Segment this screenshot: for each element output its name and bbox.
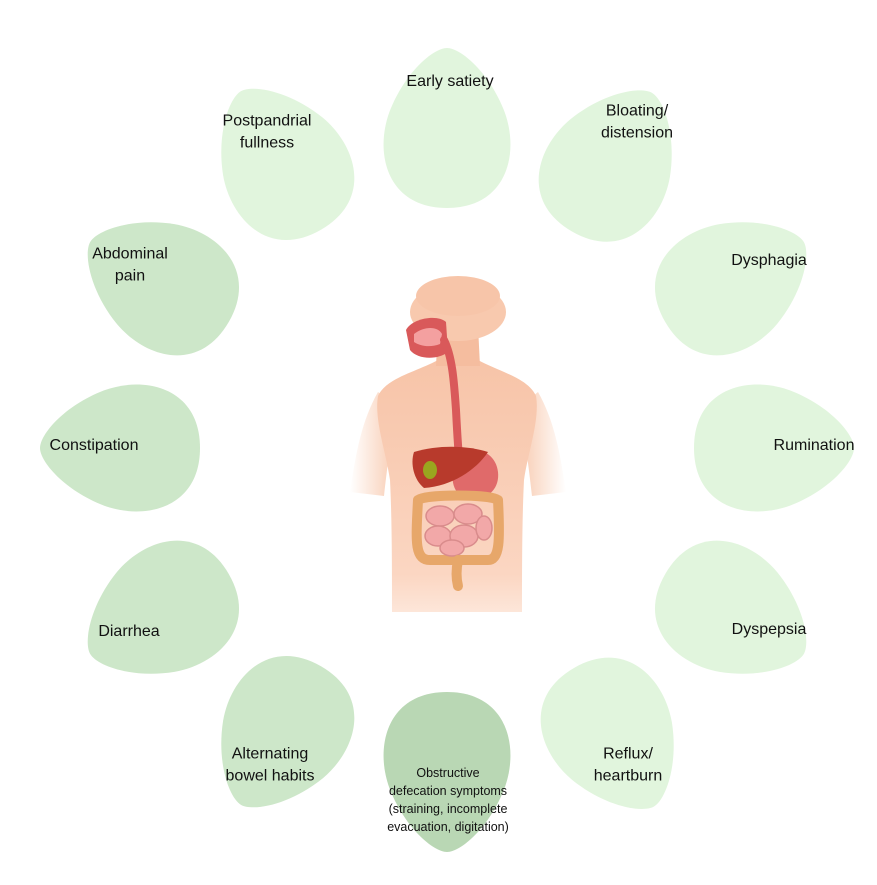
label-dysphagia: Dysphagia (731, 250, 807, 272)
label-reflux: Reflux/ heartburn (594, 744, 663, 789)
label-alternating-bowel: Alternating bowel habits (226, 744, 315, 789)
label-dyspepsia: Dyspepsia (732, 619, 807, 641)
label-constipation: Constipation (50, 435, 139, 457)
label-diarrhea: Diarrhea (98, 621, 159, 643)
label-early-satiety: Early satiety (406, 71, 493, 93)
label-abdominal-pain: Abdominal pain (92, 244, 168, 289)
label-postprandial-fullness: Postpandrial fullness (223, 111, 312, 156)
label-rumination: Rumination (774, 435, 855, 457)
label-obstructive-defecation: Obstructive defecation symptoms (straini… (387, 764, 509, 837)
label-bloating: Bloating/ distension (601, 101, 673, 146)
